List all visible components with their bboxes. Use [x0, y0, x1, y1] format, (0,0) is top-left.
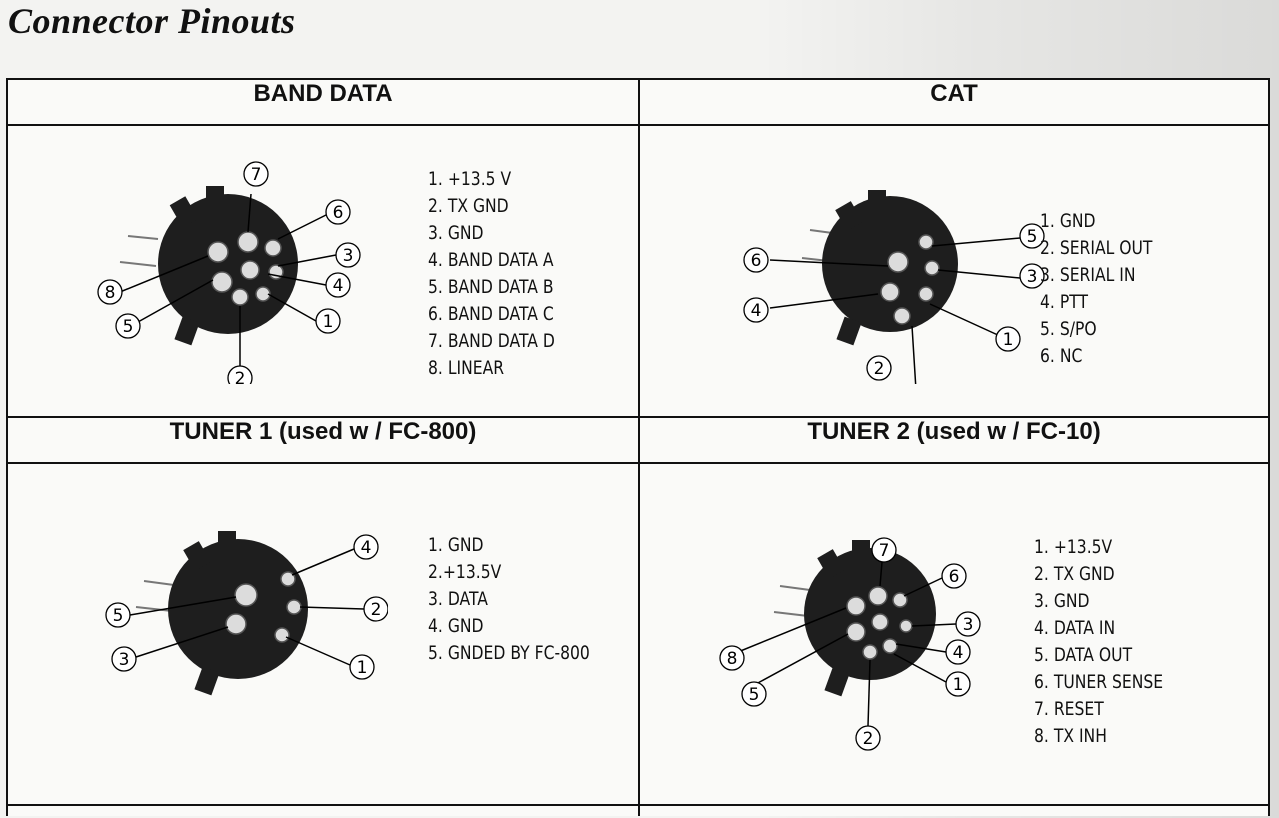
band-data-connector-diagram: 7 6 3 4 1 8 5 2: [97, 161, 361, 384]
pin-label: 2. SERIAL OUT: [1040, 237, 1153, 259]
page-title: Connector Pinouts: [8, 1, 296, 41]
pin-label: 4. GND: [428, 615, 484, 637]
next-row-cell-right: [638, 804, 1270, 816]
cat-cell: 6 4 5 3 1 2 1. GND 2. SERIAL OUT 3. SERI…: [638, 124, 1270, 418]
callout-2: 2: [863, 729, 874, 749]
callout-3: 3: [343, 246, 354, 266]
callout-6: 6: [949, 567, 960, 587]
callout-8: 8: [105, 283, 116, 303]
callout-7: 7: [251, 165, 262, 185]
tuner-2-cell: 7 6 3 4 1 8 5 2 1. +13.5V 2. TX GND 3. G…: [638, 462, 1270, 806]
pin-label: 6. TUNER SENSE: [1034, 671, 1164, 693]
pin-label: 1. +13.5 V: [428, 168, 512, 190]
pin-label: 8. LINEAR: [428, 357, 505, 379]
callout-4: 4: [751, 301, 762, 321]
pin-label: 8. TX INH: [1034, 725, 1107, 747]
pin-label: 3. GND: [428, 222, 484, 244]
callout-5: 5: [1027, 227, 1038, 247]
pin-label: 5. BAND DATA B: [428, 276, 554, 298]
callout-5: 5: [113, 606, 124, 626]
pin-label: 5. GNDED BY FC-800: [428, 642, 590, 664]
pin-label: 5. S/PO: [1040, 318, 1097, 340]
section-title-tuner-2: TUNER 2 (used w / FC-10): [638, 416, 1270, 464]
pin-label: 4. PTT: [1040, 291, 1088, 313]
section-title-cat: CAT: [638, 78, 1270, 126]
callout-7: 7: [879, 541, 890, 561]
pin-label: 3. GND: [1034, 590, 1090, 612]
band-data-pin-list: 1. +13.5 V 2. TX GND 3. GND 4. BAND DATA…: [428, 166, 555, 382]
callout-3: 3: [119, 650, 130, 670]
callout-1: 1: [953, 675, 964, 695]
pin-label: 2. TX GND: [1034, 563, 1115, 585]
callout-1: 1: [1003, 330, 1014, 350]
callout-5: 5: [749, 685, 760, 705]
cat-pin-list: 1. GND 2. SERIAL OUT 3. SERIAL IN 4. PTT…: [1040, 208, 1152, 370]
callout-6: 6: [751, 251, 762, 271]
next-row-cell-left: [6, 804, 640, 816]
tuner-1-pin-list: 1. GND 2.+13.5V 3. DATA 4. GND 5. GNDED …: [428, 532, 590, 667]
callout-3: 3: [1027, 267, 1038, 287]
callout-3: 3: [963, 615, 974, 635]
band-data-cell: 7 6 3 4 1 8 5 2 1. +13.5 V 2. TX GND 3. …: [6, 124, 640, 418]
tuner-2-pin-list: 1. +13.5V 2. TX GND 3. GND 4. DATA IN 5.…: [1034, 534, 1163, 750]
callout-6: 6: [333, 203, 344, 223]
callout-2: 2: [235, 369, 246, 384]
pin-label: 6. BAND DATA C: [428, 303, 554, 325]
callout-2: 2: [371, 600, 382, 620]
section-title-tuner-1: TUNER 1 (used w / FC-800): [6, 416, 640, 464]
pin-label: 1. +13.5V: [1034, 536, 1113, 558]
pinout-table: BAND DATA CAT: [6, 78, 1270, 816]
cat-callout-2: 2: [866, 355, 892, 381]
pin-label: 5. DATA OUT: [1034, 644, 1133, 666]
callout-5: 5: [123, 317, 134, 337]
pin-label: 6. NC: [1040, 345, 1083, 367]
callout-1: 1: [357, 658, 368, 678]
pin-label: 4. DATA IN: [1034, 617, 1116, 639]
cat-connector-diagram: 6 4 5 3 1: [743, 190, 1045, 384]
callout-2: 2: [874, 359, 885, 379]
pin-label: 4. BAND DATA A: [428, 249, 554, 271]
tuner-1-connector-diagram: 5 3 4 2 1: [105, 531, 388, 696]
tuner-2-connector-diagram: 7 6 3 4 1 8 5 2: [719, 537, 981, 751]
section-title-band-data: BAND DATA: [6, 78, 640, 126]
callout-8: 8: [727, 649, 738, 669]
pin-label: 1. GND: [428, 534, 484, 556]
pin-label: 7. RESET: [1034, 698, 1104, 720]
pin-label: 3. SERIAL IN: [1040, 264, 1136, 286]
pin-label: 2.+13.5V: [428, 561, 502, 583]
callout-1: 1: [323, 312, 334, 332]
pin-label: 7. BAND DATA D: [428, 330, 555, 352]
pin-label: 1. GND: [1040, 210, 1096, 232]
pin-label: 3. DATA: [428, 588, 488, 610]
callout-4: 4: [333, 276, 344, 296]
pin-label: 2. TX GND: [428, 195, 509, 217]
callout-4: 4: [361, 538, 372, 558]
tuner-1-cell: 5 3 4 2 1 1. GND 2.+13.5V 3. DATA 4. GND…: [6, 462, 640, 806]
callout-4: 4: [953, 643, 964, 663]
